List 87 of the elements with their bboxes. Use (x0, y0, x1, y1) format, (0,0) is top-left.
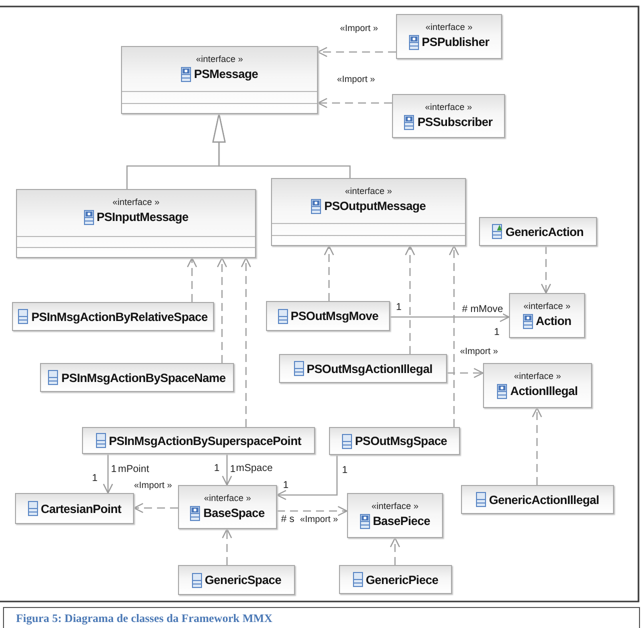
edge-label: «Import » (337, 74, 376, 85)
dependency-arrow (404, 245, 416, 354)
interface-box (483, 363, 592, 408)
class-box (82, 427, 315, 454)
multiplicity-label: 1 (111, 464, 117, 476)
class-name: PSSubscriber (417, 114, 493, 130)
class-name: PSInMsgActionByRelativeSpace (31, 308, 208, 324)
class-name: PSOutMsgMove (290, 308, 378, 324)
dependency-arrow (532, 407, 542, 485)
class-name: GenericAction (505, 224, 584, 240)
abstract-class-box (479, 217, 597, 246)
class-box (15, 493, 134, 524)
multiplicity-label: 1 (230, 464, 236, 476)
class-name: CartesianPoint (40, 500, 122, 516)
class-name: PSPublisher (422, 34, 490, 50)
stereotype-label: «interface » (425, 22, 473, 33)
dependency-arrow (317, 98, 392, 108)
dependency-arrow (133, 502, 178, 514)
role-name: mPoint (118, 464, 150, 476)
dependency-arrow (540, 246, 552, 294)
stereotype-label: «interface » (424, 102, 472, 113)
role-name: # mMove (462, 304, 504, 316)
stereotype-label: «interface » (523, 301, 571, 312)
dependency-arrow (324, 245, 334, 301)
association-arrow (102, 454, 114, 494)
class-box (266, 301, 390, 331)
class-name: PSMessage (194, 66, 258, 82)
class-name: BasePiece (372, 513, 430, 529)
multiplicity-label: 1 (214, 463, 220, 475)
class-name: GenericSpace (204, 572, 282, 588)
dependency-arrow (447, 368, 484, 378)
figure-caption: Figura 5: Diagrama de classes da Framework MMX (3, 607, 640, 628)
stereotype-label: «interface » (204, 493, 252, 504)
class-name: PSOutMsgActionIllegal (306, 360, 432, 376)
class-name: BaseSpace (203, 505, 265, 521)
dependency-arrow (186, 257, 198, 302)
stereotype-label: «interface » (371, 501, 419, 512)
class-box (461, 485, 614, 514)
interface-box (271, 178, 466, 246)
class-name: GenericPiece (366, 572, 438, 588)
class-box (12, 302, 214, 331)
stereotype-label: «interface » (344, 186, 392, 197)
stereotype-label: «interface » (196, 54, 244, 65)
role-name: # s (281, 514, 294, 526)
stereotype-label: «interface » (112, 197, 160, 208)
dependency-arrow (317, 46, 396, 58)
interface-box (178, 485, 277, 529)
class-box (339, 565, 452, 594)
multiplicity-label: 1 (92, 473, 98, 485)
class-box (329, 427, 460, 455)
dependency-arrow (222, 528, 232, 565)
class-name: GenericActionIllegal (488, 492, 600, 508)
dependency-arrow (216, 257, 228, 363)
class-name: PSInMsgActionBySpaceName (61, 370, 226, 386)
interface-box (121, 46, 318, 114)
class-name: PSInMsgActionBySuperspacePoint (108, 432, 302, 448)
edge-label: «Import » (300, 514, 338, 525)
class-name: PSOutMsgSpace (354, 433, 448, 449)
class-name: PSInputMessage (96, 209, 188, 225)
interface-box (347, 493, 443, 538)
class-box (279, 354, 447, 383)
interface-box (16, 189, 256, 258)
class-name: PSOutputMessage (324, 198, 426, 214)
multiplicity-label: 1 (396, 302, 402, 314)
dependency-arrow (240, 257, 252, 427)
association-arrow (222, 454, 232, 486)
multiplicity-label: 1 (283, 480, 289, 492)
multiplicity-label: 1 (342, 465, 348, 477)
role-name: mSpace (236, 463, 273, 475)
interface-box (509, 293, 585, 338)
interface-box (396, 14, 502, 59)
association-arrow (390, 312, 510, 322)
edge-label: «Import » (340, 23, 378, 34)
edge-label: «Import » (460, 346, 498, 357)
dependency-arrow (277, 506, 348, 516)
stereotype-label: «interface » (514, 371, 562, 382)
interface-box (392, 94, 505, 138)
association-arrow (276, 455, 338, 500)
class-box (178, 565, 295, 595)
edge-label: «Import » (134, 480, 172, 491)
class-name: Action (536, 313, 572, 329)
class-box (40, 363, 234, 392)
class-name: ActionIllegal (510, 383, 578, 399)
generalization-arrow (212, 113, 351, 178)
dependency-arrow (390, 537, 400, 565)
dependency-arrow (448, 245, 460, 427)
multiplicity-label: 1 (494, 327, 500, 339)
